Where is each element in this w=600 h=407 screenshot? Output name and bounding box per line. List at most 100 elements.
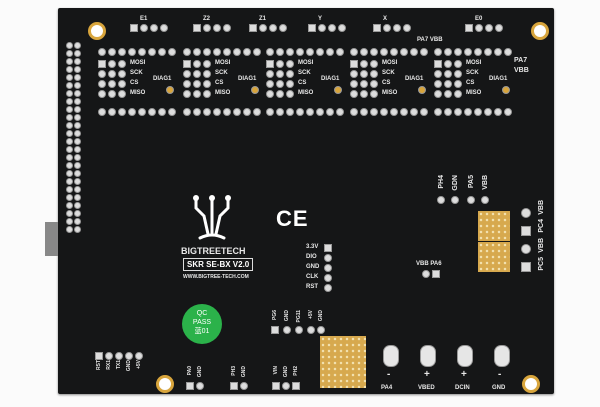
terminal-label: DCIN [455,385,470,391]
vbb-label: VBB [514,67,529,74]
power-terminal-dcin[interactable] [457,345,473,367]
pin [495,24,503,32]
pin [276,70,284,78]
pin [158,48,166,56]
pin [203,24,211,32]
pin [66,130,73,137]
brand-name: BIGTREETECH [181,246,246,256]
pin [203,108,211,116]
pin [308,24,316,32]
pin [336,48,344,56]
qc-pass-sticker: QC PASS 蓝01 [182,304,222,344]
swd-pin[interactable] [324,264,332,272]
pin [243,48,251,56]
pin [148,108,156,116]
right-pin-label: VBB [538,238,545,253]
pin [183,60,191,68]
pin [410,48,418,56]
pin [286,48,294,56]
terminal-sign: + [424,369,430,380]
pin [66,178,73,185]
pin [279,24,287,32]
pin [380,108,388,116]
spi-label: MISO [130,90,146,96]
driver-label-y: Y [318,16,323,22]
pin [98,80,106,88]
pin [360,90,368,98]
pin [66,122,73,129]
uart-pin [115,352,123,360]
pin [66,210,73,217]
pin [266,70,274,78]
pin [521,208,531,218]
swd-label-rst: RST [306,284,318,290]
pin [249,24,257,32]
pin [360,70,368,78]
pin [360,48,368,56]
pin [183,70,191,78]
pin [193,80,201,88]
spi-label: CS [215,80,224,86]
pin [370,80,378,88]
pin [400,48,408,56]
pin [474,108,482,116]
power-terminal-gnd[interactable] [494,345,510,367]
pin [74,210,81,217]
pin [66,50,73,57]
pin [108,48,116,56]
spi-label: MOSI [382,60,398,66]
fan-pin-label: PG6 [272,310,278,321]
mounting-hole [522,375,540,393]
pin [150,24,158,32]
pin [475,24,483,32]
pin [108,70,116,78]
pin [306,108,314,116]
swd-pin[interactable] [324,274,332,282]
pin [350,80,358,88]
pin [434,70,442,78]
spi-label: SCK [215,70,228,76]
pin [66,90,73,97]
pin [454,80,462,88]
pin [283,326,291,334]
bottom-pin-label: VIN [273,366,279,375]
swd-pin[interactable] [324,284,332,292]
pin [193,24,201,32]
pin [380,48,388,56]
pin [306,48,314,56]
power-terminal-pa4[interactable] [383,345,399,367]
bottom-pin-label: GND [283,366,289,378]
pin [66,42,73,49]
pin [296,108,304,116]
pin [118,48,126,56]
diag-label: DIAG1 [153,76,172,82]
pin [494,108,502,116]
driver-label-e0: E0 [475,16,483,22]
diag-pin [251,86,259,94]
pin [350,48,358,56]
swd-pin[interactable] [324,244,332,252]
diag-label: DIAG1 [405,76,424,82]
pin [444,108,452,116]
pin [66,82,73,89]
fan-pin-label: GND [284,310,290,322]
pin [98,90,106,98]
pin [66,218,73,225]
pin [108,108,116,116]
uart-pin [125,352,133,360]
power-terminal-vbed[interactable] [420,345,436,367]
pin [521,262,531,272]
pin [266,48,274,56]
fan-pin-label: PG11 [296,310,302,323]
right-pin-label: PC5 [538,257,545,271]
pin [203,80,211,88]
pin [168,48,176,56]
pin [66,106,73,113]
pin [286,108,294,116]
swd-pin[interactable] [324,254,332,262]
pin [118,90,126,98]
spi-label: MISO [466,90,482,96]
qc-text: QC [196,310,208,317]
pin [370,90,378,98]
spi-label: SCK [382,70,395,76]
